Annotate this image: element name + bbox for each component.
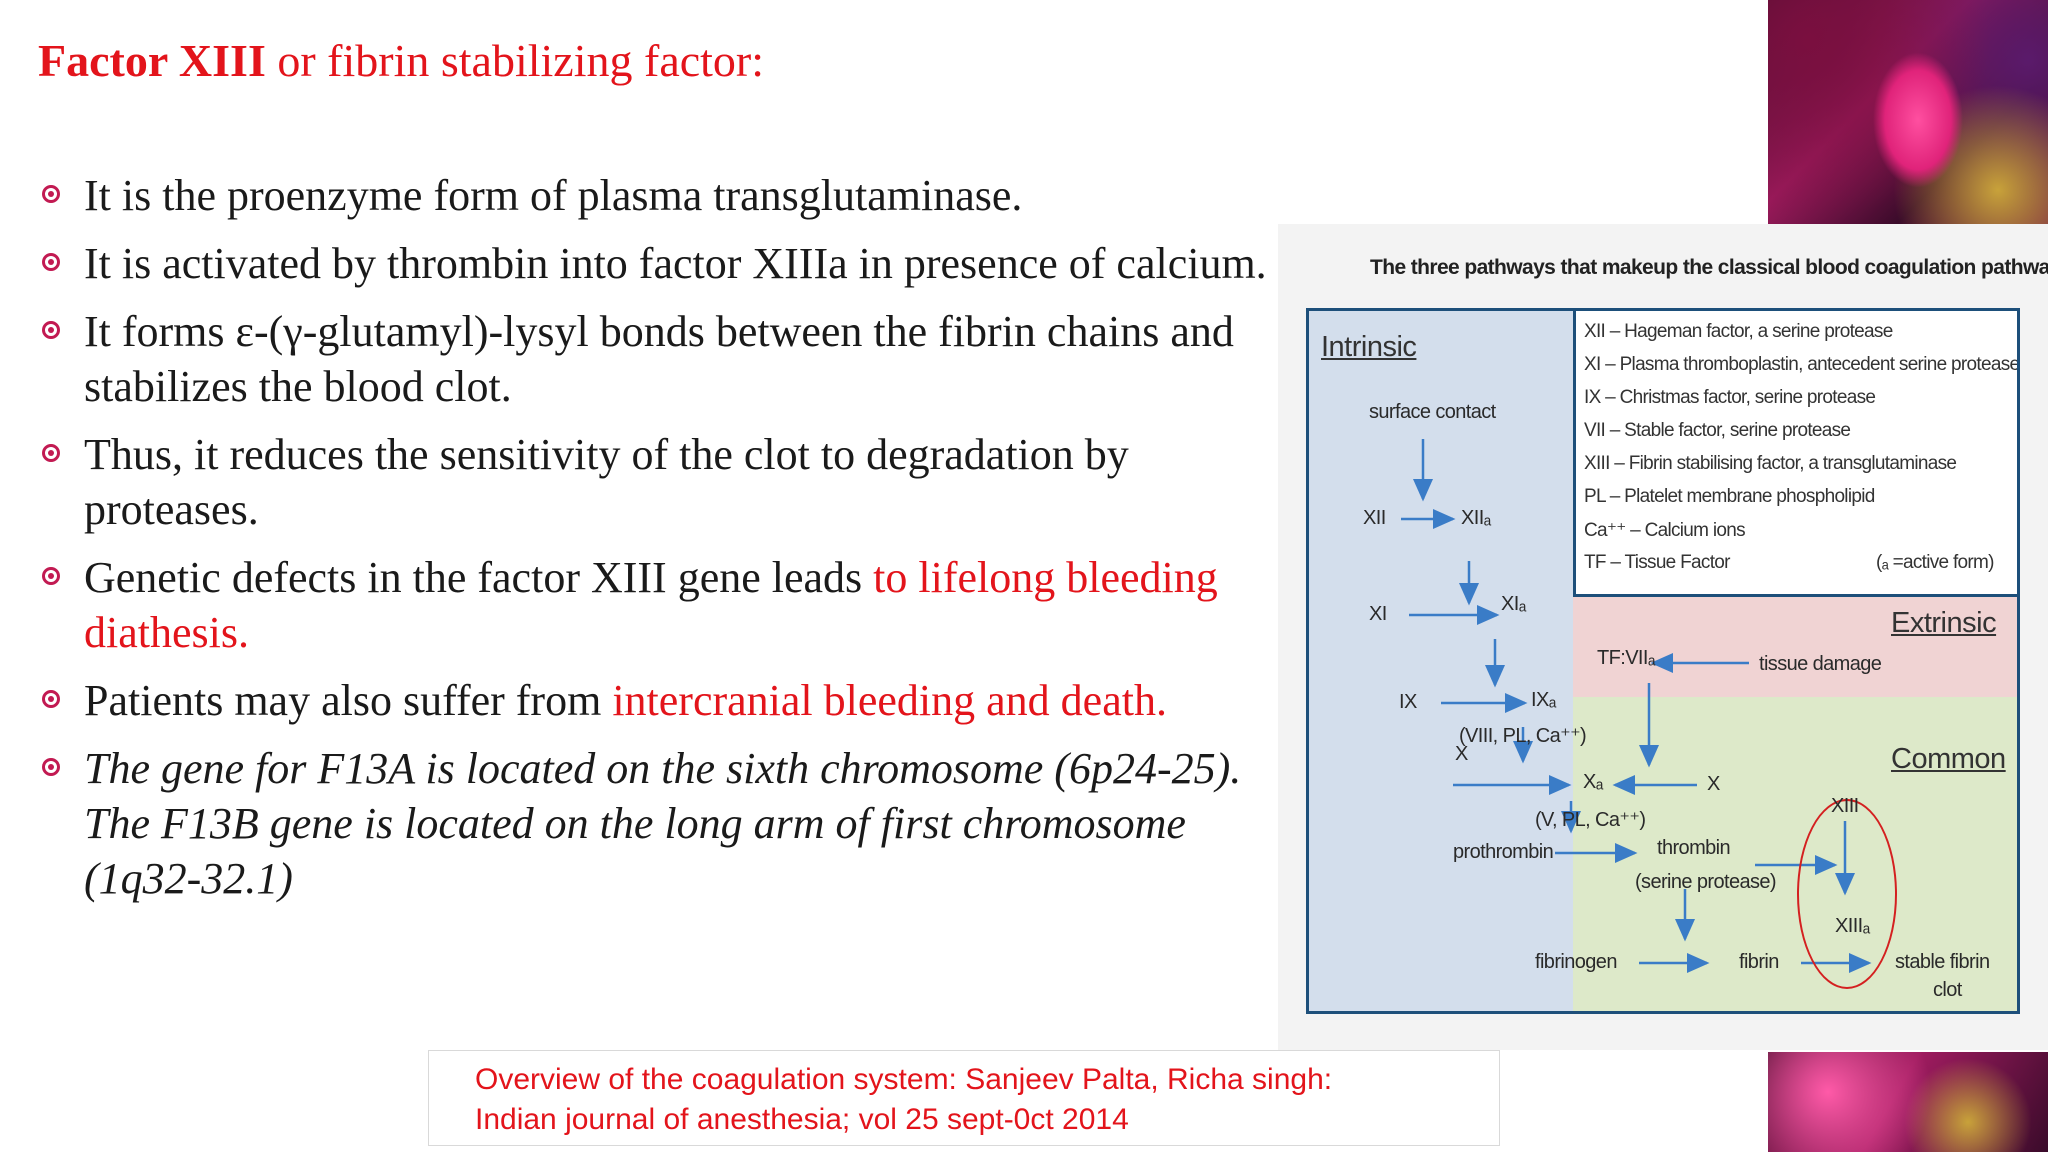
legend-line: IX – Christmas factor, serine protease bbox=[1584, 387, 1876, 408]
stable-fibrin-label: stable fibrin bbox=[1895, 951, 1990, 973]
xiia-label: XIIₐ bbox=[1461, 507, 1491, 529]
bullet-icon bbox=[42, 758, 60, 776]
x-left-label: X bbox=[1455, 743, 1468, 765]
bullet-item: It is the proenzyme form of plasma trans… bbox=[38, 168, 1278, 223]
legend-line: PL – Platelet membrane phospholipid bbox=[1584, 486, 1875, 507]
v-pl-ca-label: (V, PL, Ca⁺⁺) bbox=[1535, 809, 1646, 831]
bullet-icon bbox=[42, 321, 60, 339]
tf-viia-label: TF:VIIₐ bbox=[1597, 647, 1655, 669]
bullet-icon bbox=[42, 567, 60, 585]
fibrinogen-label: fibrinogen bbox=[1535, 951, 1617, 973]
citation-box: Overview of the coagulation system: Sanj… bbox=[428, 1050, 1500, 1146]
legend-line: VII – Stable factor, serine protease bbox=[1584, 420, 1851, 441]
bullet-item: Genetic defects in the factor XIII gene … bbox=[38, 550, 1278, 660]
ixa-label: IXₐ bbox=[1531, 689, 1556, 711]
ix-label: IX bbox=[1399, 691, 1417, 713]
bullet-item: It is activated by thrombin into factor … bbox=[38, 236, 1278, 291]
abbreviation-legend: XII – Hageman factor, a serine protease … bbox=[1573, 311, 2017, 597]
xi-label: XI bbox=[1369, 603, 1387, 625]
common-label: Common bbox=[1891, 743, 2006, 775]
legend-note: (ₐ =active form) bbox=[1876, 552, 1995, 573]
viii-pl-ca-label: (VIII, PL, Ca⁺⁺) bbox=[1459, 725, 1587, 747]
xiiia-label: XIIIₐ bbox=[1835, 915, 1870, 937]
coagulation-figure: The three pathways that makeup the class… bbox=[1278, 224, 2048, 1050]
decorative-photo-top bbox=[1768, 0, 2048, 224]
bullet-text: It is the proenzyme form of plasma trans… bbox=[84, 171, 1023, 220]
bullet-text: It forms ε-(γ-glutamyl)-lysyl bonds betw… bbox=[84, 307, 1234, 411]
extrinsic-label: Extrinsic bbox=[1891, 607, 1997, 639]
surface-contact-label: surface contact bbox=[1369, 401, 1496, 423]
bullet-text: Patients may also suffer from bbox=[84, 676, 613, 725]
bullet-text: It is activated by thrombin into factor … bbox=[84, 239, 1267, 288]
xiii-label: XIII bbox=[1831, 795, 1859, 817]
xa-label: Xₐ bbox=[1583, 771, 1603, 793]
decorative-photo-bottom bbox=[1768, 1052, 2048, 1152]
intrinsic-label: Intrinsic bbox=[1321, 331, 1417, 363]
legend-line: XII – Hageman factor, a serine protease bbox=[1584, 321, 1893, 342]
bullet-text: The gene for F13A is located on the sixt… bbox=[84, 744, 1242, 903]
serine-protease-label: (serine protease) bbox=[1635, 871, 1777, 893]
coagulation-diagram: XII – Hageman factor, a serine protease … bbox=[1306, 308, 2020, 1014]
legend-line: TF – Tissue Factor bbox=[1584, 552, 1730, 573]
intrinsic-zone bbox=[1309, 311, 1573, 1011]
title-bold: Factor XIII bbox=[38, 35, 266, 86]
bullet-item: It forms ε-(γ-glutamyl)-lysyl bonds betw… bbox=[38, 304, 1278, 414]
bullet-icon bbox=[42, 185, 60, 203]
xii-label: XII bbox=[1363, 507, 1386, 529]
bullet-text: intercranial bleeding and death. bbox=[612, 676, 1167, 725]
bullet-text: Thus, it reduces the sensitivity of the … bbox=[84, 430, 1129, 534]
x-right-label: X bbox=[1707, 773, 1720, 795]
clot-label: clot bbox=[1933, 979, 1962, 1001]
bullet-text: to lifelong bleeding diathesis. bbox=[84, 553, 1218, 657]
legend-line: XIII – Fibrin stabilising factor, a tran… bbox=[1584, 453, 1957, 474]
bullet-icon bbox=[42, 253, 60, 271]
title-rest: or fibrin stabilizing factor: bbox=[265, 35, 765, 86]
thrombin-label: thrombin bbox=[1657, 837, 1731, 859]
citation-line-1: Overview of the coagulation system: Sanj… bbox=[475, 1063, 1333, 1096]
figure-title: The three pathways that makeup the class… bbox=[1370, 256, 2048, 279]
bullet-icon bbox=[42, 690, 60, 708]
prothrombin-label: prothrombin bbox=[1453, 841, 1554, 863]
fibrin-label: fibrin bbox=[1739, 951, 1779, 973]
legend-line: Ca⁺⁺ – Calcium ions bbox=[1584, 520, 1746, 541]
extrinsic-zone bbox=[1573, 597, 2017, 697]
bullet-icon bbox=[42, 444, 60, 462]
legend-line: XI – Plasma thromboplastin, antecedent s… bbox=[1584, 354, 2020, 375]
xiii-highlight-ring bbox=[1797, 799, 1897, 989]
bullet-text: Genetic defects in the factor XIII gene … bbox=[84, 553, 874, 602]
tissue-damage-label: tissue damage bbox=[1759, 653, 1882, 675]
bullet-item: Patients may also suffer from intercrani… bbox=[38, 673, 1278, 728]
bullet-item: Thus, it reduces the sensitivity of the … bbox=[38, 427, 1278, 537]
bullet-item: The gene for F13A is located on the sixt… bbox=[38, 741, 1278, 906]
xia-label: XIₐ bbox=[1501, 593, 1526, 615]
slide-title: Factor XIII or fibrin stabilizing factor… bbox=[38, 34, 764, 87]
citation-line-2: Indian journal of anesthesia; vol 25 sep… bbox=[475, 1103, 1129, 1136]
bullet-list: It is the proenzyme form of plasma trans… bbox=[38, 168, 1278, 919]
